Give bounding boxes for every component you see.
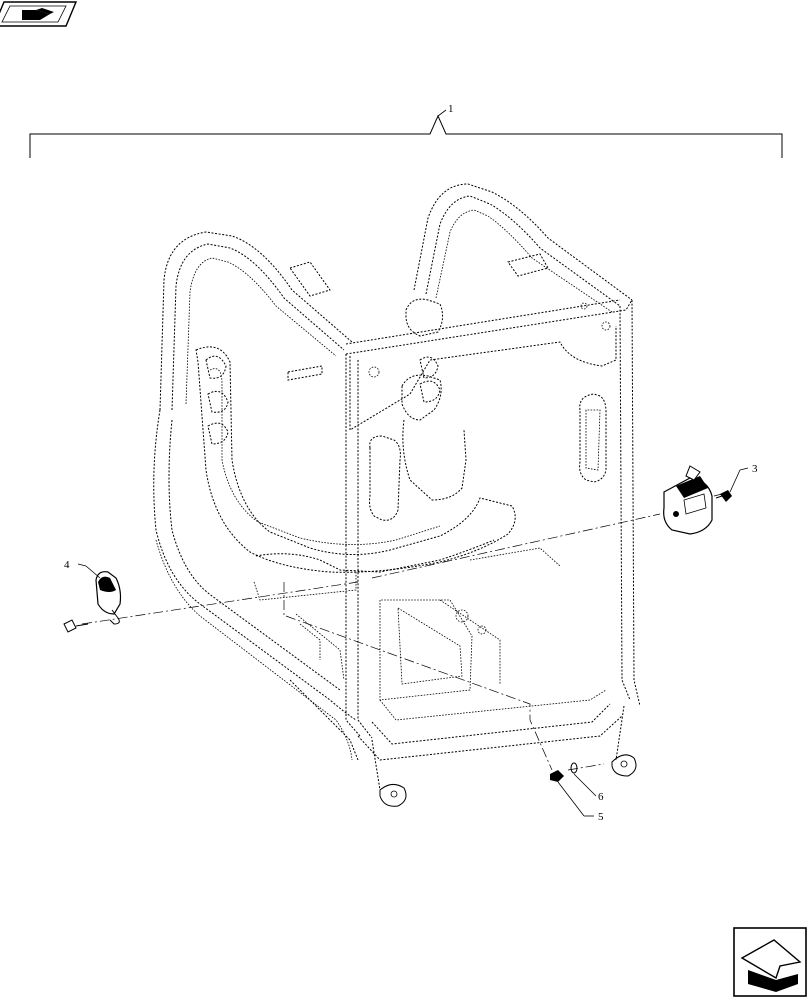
arrow-navigation-icon[interactable] bbox=[733, 927, 807, 997]
leader-6 bbox=[573, 773, 597, 797]
assembly-bracket bbox=[29, 109, 783, 158]
bolt-left bbox=[63, 619, 89, 633]
seat-belt-buckle-right bbox=[663, 465, 713, 535]
leader-4 bbox=[85, 565, 101, 579]
seat-belt-buckle-left bbox=[95, 571, 122, 625]
nut bbox=[550, 770, 564, 782]
washer bbox=[570, 762, 578, 774]
callout-1: 1 bbox=[448, 103, 454, 115]
bolt-right bbox=[715, 490, 732, 502]
leader-5 bbox=[557, 781, 585, 817]
flip-book-icon[interactable] bbox=[0, 1, 78, 27]
callout-3: 3 bbox=[752, 463, 758, 475]
cab-frame bbox=[153, 183, 641, 807]
callout-4: 4 bbox=[64, 559, 70, 571]
assembly-centerlines bbox=[81, 493, 723, 771]
callout-6: 6 bbox=[598, 791, 604, 803]
leader-3 bbox=[729, 469, 741, 493]
callout-5: 5 bbox=[598, 811, 604, 823]
